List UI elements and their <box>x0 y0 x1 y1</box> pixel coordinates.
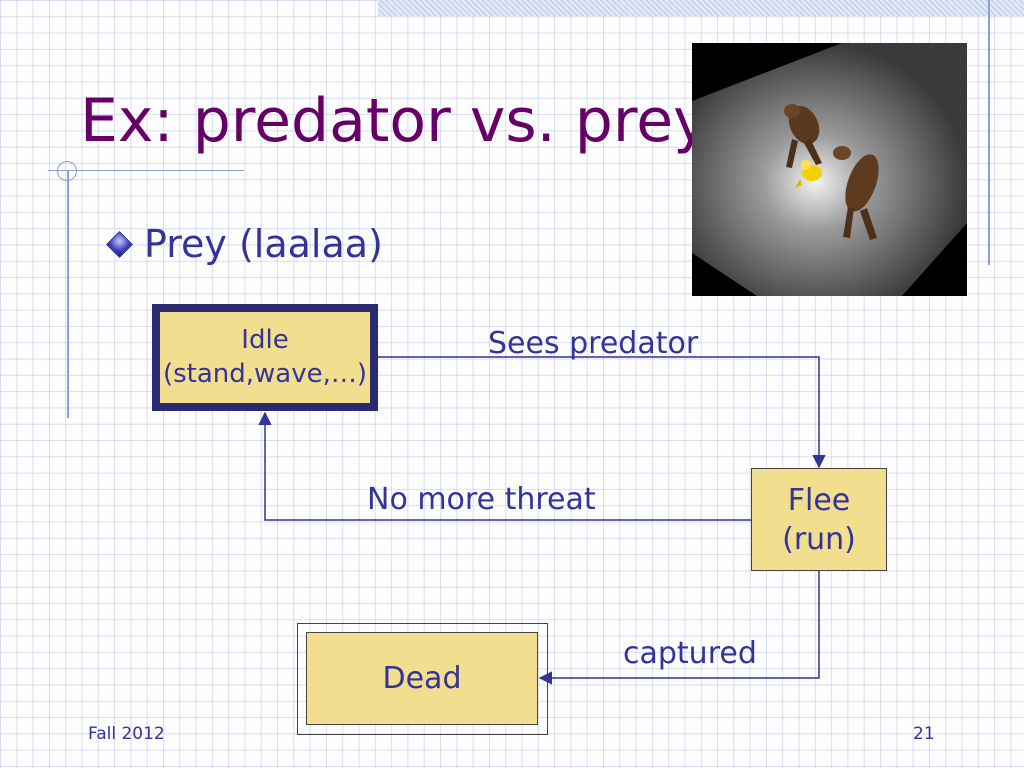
state-idle: Idle (stand,wave,…) <box>152 304 378 411</box>
state-idle-label: Idle <box>241 324 289 355</box>
state-dead-label: Dead <box>382 661 462 696</box>
top-decorative-bar <box>378 0 1024 16</box>
transition-label-sees-predator: Sees predator <box>488 326 699 361</box>
arrow-idle-to-flee <box>378 356 826 469</box>
lit-floor <box>692 43 967 296</box>
state-dead-outer-frame <box>297 623 548 735</box>
predator-right-icon <box>833 146 879 240</box>
game-scene-image <box>692 43 967 296</box>
state-dead: Dead <box>306 632 538 725</box>
decorative-vertical-line-left <box>67 170 69 418</box>
transition-label-captured: captured <box>623 636 757 671</box>
arrow-flee-to-dead <box>538 571 820 685</box>
bullet-text: Prey (laalaa) <box>144 222 383 266</box>
state-flee-sublabel: (run) <box>782 521 856 557</box>
state-idle-sublabel: (stand,wave,…) <box>162 358 368 389</box>
decorative-circle <box>57 161 77 181</box>
page-number: 21 <box>913 724 935 744</box>
state-flee-label: Flee <box>787 482 851 518</box>
scene-illustration <box>692 43 967 296</box>
state-flee: Flee (run) <box>751 468 887 571</box>
predator-left-icon <box>784 104 822 168</box>
decorative-horizontal-line <box>48 170 244 171</box>
arrow-flee-to-idle <box>258 411 751 521</box>
prey-laalaa-icon <box>795 160 822 188</box>
slide-title: Ex: predator vs. prey <box>80 86 709 156</box>
footer-date: Fall 2012 <box>88 724 165 744</box>
transition-label-no-more-threat: No more threat <box>367 482 596 517</box>
decorative-vertical-line-right <box>988 0 990 265</box>
